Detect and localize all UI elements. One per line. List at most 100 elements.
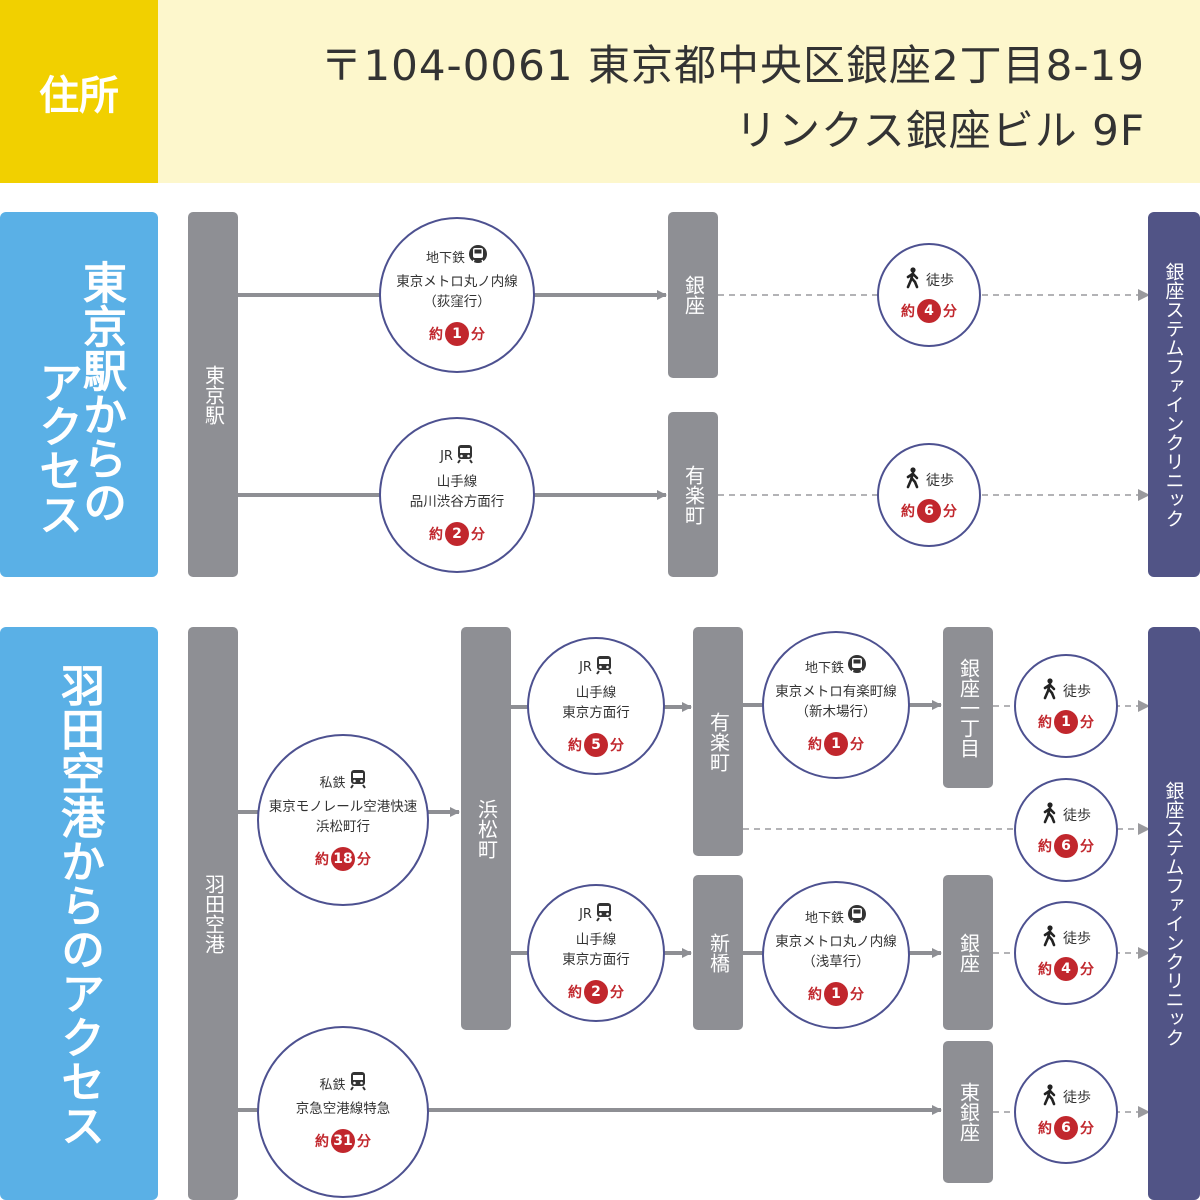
address-line-1: 〒104-0061 東京都中央区銀座2丁目8-19 xyxy=(320,41,1145,90)
time-prefix: 約 xyxy=(901,504,915,520)
line-name: 山手線 xyxy=(575,685,617,701)
address-label: 住所 xyxy=(0,0,158,183)
station-ginza: 銀座 xyxy=(668,212,718,378)
transit-type: JR xyxy=(579,902,613,926)
time-suffix: 分 xyxy=(1080,1121,1094,1137)
transit-type-label: JR xyxy=(579,906,592,922)
subway-icon xyxy=(468,244,488,268)
station-yurakucho: 有楽町 xyxy=(668,412,718,577)
time-suffix: 分 xyxy=(1080,839,1094,855)
time-prefix: 約 xyxy=(315,852,329,868)
time-suffix: 分 xyxy=(610,738,624,754)
transit-type-label: 私鉄 xyxy=(319,1077,346,1093)
transit-type: 地下鉄 xyxy=(805,654,867,678)
line-name: 浜松町行 xyxy=(316,819,370,835)
train-icon xyxy=(456,444,474,468)
time-minutes-badge: 1 xyxy=(1054,710,1078,734)
time-prefix: 約 xyxy=(315,1134,329,1150)
transit-type: JR xyxy=(440,444,474,468)
time-suffix: 分 xyxy=(1080,962,1094,978)
transit-type: 地下鉄 xyxy=(805,904,867,928)
destination-clinic: 銀座ステムファインクリニック xyxy=(1148,212,1200,577)
walk-label: 徒歩 xyxy=(926,473,954,489)
walk-icon xyxy=(1041,925,1059,951)
time-prefix: 約 xyxy=(1038,715,1052,731)
walk-label: 徒歩 xyxy=(1063,1090,1091,1106)
arrowhead xyxy=(1138,700,1150,712)
time-prefix: 約 xyxy=(1038,839,1052,855)
walk-label: 徒歩 xyxy=(1063,808,1091,824)
time-minutes-badge: 2 xyxy=(445,522,469,546)
time-prefix: 約 xyxy=(568,985,582,1001)
time-suffix: 分 xyxy=(357,1134,371,1150)
time-prefix: 約 xyxy=(1038,1121,1052,1137)
time-prefix: 約 xyxy=(429,527,443,543)
train-icon xyxy=(595,902,613,926)
walk-header: 徒歩 xyxy=(904,267,954,293)
time-suffix: 分 xyxy=(471,527,485,543)
time-prefix: 約 xyxy=(1038,962,1052,978)
transit-type-label: 私鉄 xyxy=(319,775,346,791)
transit-type-label: 地下鉄 xyxy=(804,660,844,676)
line-name: 品川渋谷方面行 xyxy=(409,494,505,510)
station-haneda: 羽田空港 xyxy=(188,627,238,1200)
time-minutes-badge: 4 xyxy=(1054,957,1078,981)
station-label: 東銀座 xyxy=(956,1082,981,1142)
train-icon xyxy=(595,655,613,679)
time-suffix: 分 xyxy=(943,304,957,320)
line-name: 山手線 xyxy=(436,474,478,490)
time-suffix: 分 xyxy=(850,737,864,753)
walk-icon xyxy=(1041,1084,1059,1110)
train-icon xyxy=(349,769,367,793)
transit-type: 私鉄 xyxy=(319,1071,366,1095)
line-name: 山手線 xyxy=(575,932,617,948)
walk-header: 徒歩 xyxy=(904,467,954,493)
station-label: 浜松町 xyxy=(474,798,499,859)
station-label: 銀座 xyxy=(956,932,981,973)
transit-type-label: 地下鉄 xyxy=(425,250,465,266)
time-minutes-badge: 18 xyxy=(331,847,355,871)
station-ginza: 銀座 xyxy=(943,875,993,1030)
arrowhead xyxy=(1138,947,1150,959)
time-prefix: 約 xyxy=(808,737,822,753)
time-prefix: 約 xyxy=(901,304,915,320)
subway-icon xyxy=(847,654,867,678)
time-suffix: 分 xyxy=(357,852,371,868)
station-tokyo: 東京駅 xyxy=(188,212,238,577)
transit-type: JR xyxy=(579,655,613,679)
time-minutes-badge: 2 xyxy=(584,980,608,1004)
time-minutes-badge: 6 xyxy=(1054,834,1078,858)
station-yurakucho: 有楽町 xyxy=(693,627,743,856)
time-minutes-badge: 1 xyxy=(445,322,469,346)
station-label: 新橋 xyxy=(706,932,731,973)
walk-label: 徒歩 xyxy=(926,273,954,289)
tokyo-title-col1: 東京駅からの xyxy=(75,260,126,524)
tokyo-title-col2: アクセス xyxy=(31,360,82,536)
haneda-title: 羽田空港からのアクセス xyxy=(53,663,104,1147)
address-box: 〒104-0061 東京都中央区銀座2丁目8-19 リンクス銀座ビル 9F xyxy=(158,0,1200,183)
time-minutes-badge: 6 xyxy=(917,499,941,523)
arrowhead xyxy=(1138,823,1150,835)
station-hamamatsucho: 浜松町 xyxy=(461,627,511,1030)
address-label-text: 住所 xyxy=(39,72,119,119)
train-icon xyxy=(349,1071,367,1095)
destination-label: 銀座ステムファインクリニック xyxy=(1162,261,1185,528)
walk-header: 徒歩 xyxy=(1041,925,1091,951)
line-name: 東京方面行 xyxy=(562,705,630,721)
